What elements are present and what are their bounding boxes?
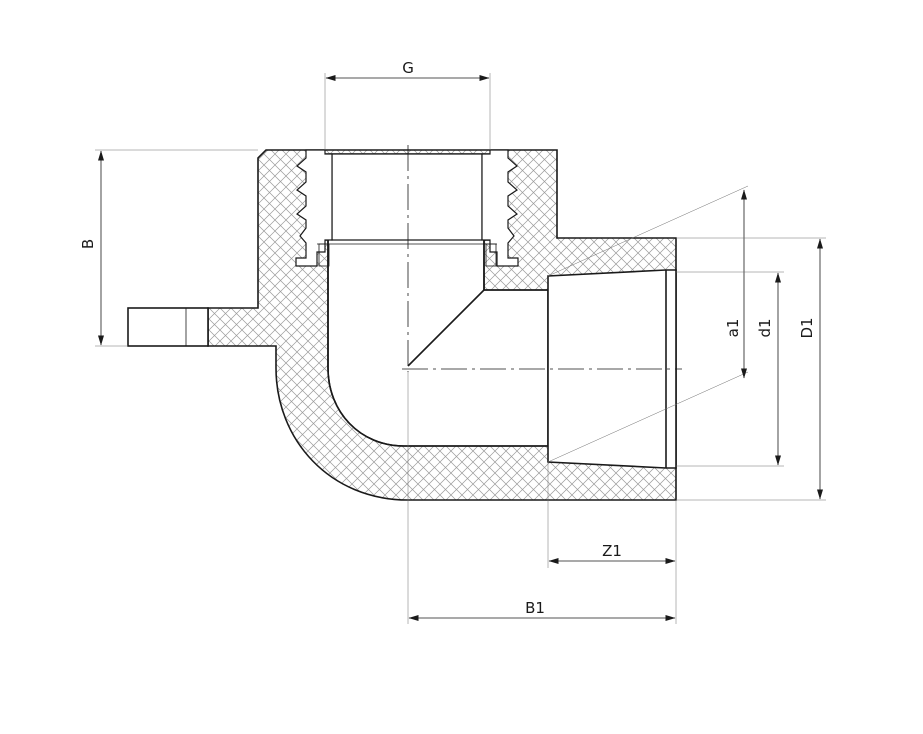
label-z1: Z1 xyxy=(602,542,622,560)
insert-bore xyxy=(331,153,483,241)
mitre-line xyxy=(407,289,485,367)
label-D1: D1 xyxy=(798,317,816,338)
label-a1: a1 xyxy=(724,319,742,338)
insert-collar-left xyxy=(318,243,330,267)
insert-right xyxy=(481,149,519,267)
insert-left xyxy=(295,149,333,267)
label-b: B xyxy=(79,239,97,249)
insert-collar-right xyxy=(485,243,497,267)
label-g: G xyxy=(402,59,414,77)
a1-guide-top xyxy=(547,185,749,277)
label-d1: d1 xyxy=(756,318,774,337)
label-b1: B1 xyxy=(525,599,545,617)
mounting-lug xyxy=(127,307,209,347)
a1-guide-bottom xyxy=(547,371,749,463)
